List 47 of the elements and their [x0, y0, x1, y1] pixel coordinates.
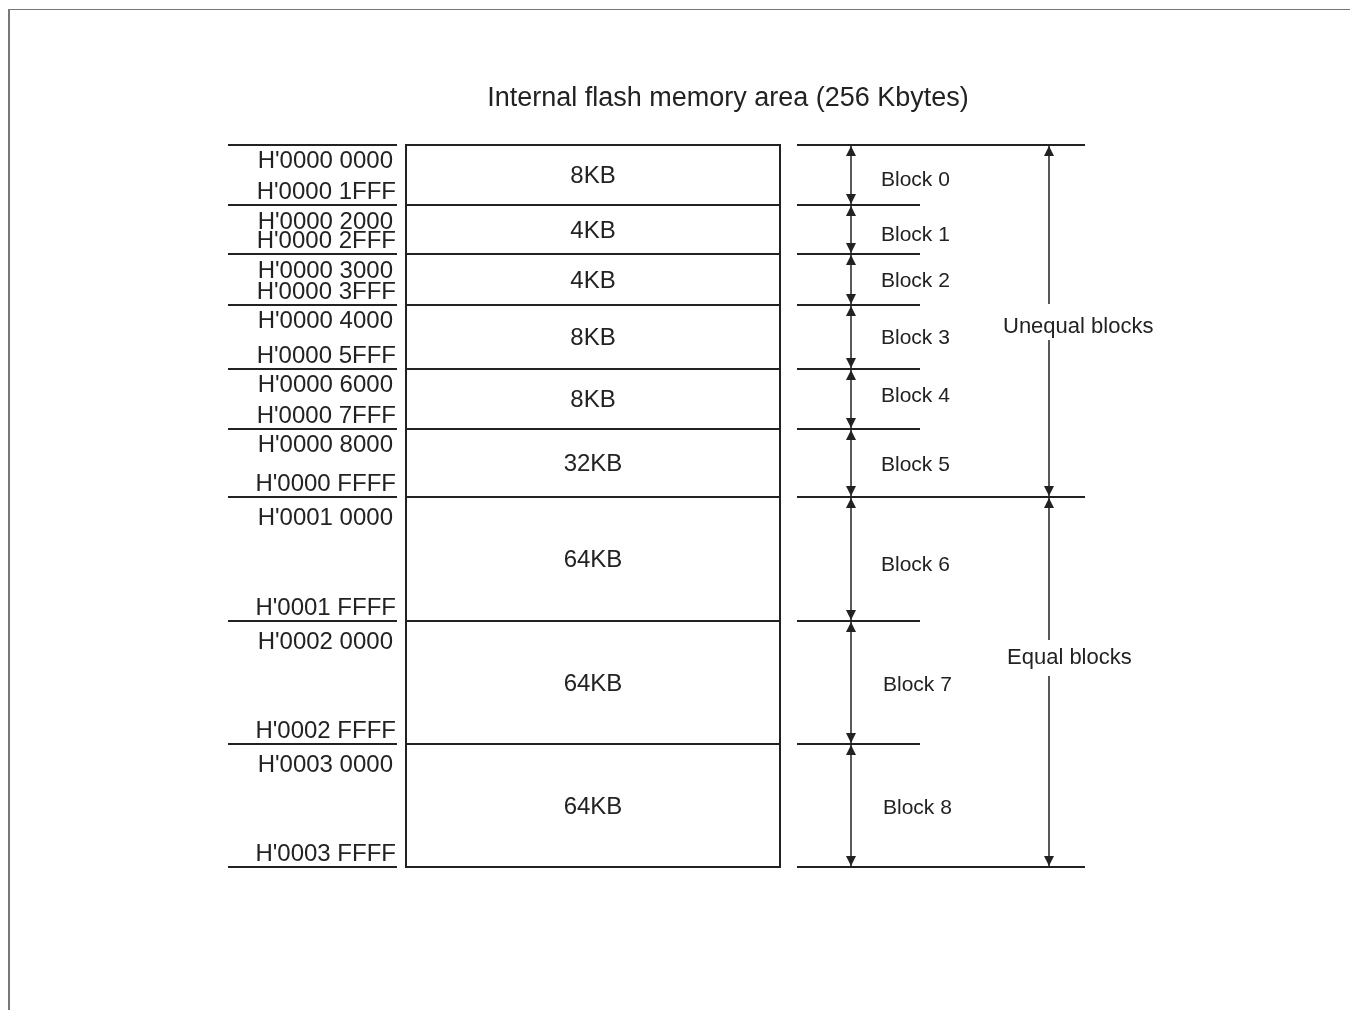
memory-block: [405, 496, 781, 622]
memory-block: [405, 620, 781, 745]
end-address: H'0000 FFFF: [255, 471, 396, 495]
start-address: H'0000 3000: [257, 258, 393, 282]
memory-block: [405, 304, 781, 370]
memory-block: [405, 368, 781, 430]
start-address: H'0002 0000: [257, 629, 393, 653]
memory-block: [405, 144, 781, 206]
start-address: H'0001 0000: [257, 505, 393, 529]
size-label: 64KB: [563, 545, 623, 573]
start-address: H'0000 4000: [257, 308, 393, 332]
end-address: H'0003 FFFF: [255, 841, 396, 865]
block-label: Block 3: [881, 325, 950, 349]
end-address: H'0000 3FFF: [256, 279, 396, 303]
end-address: H'0002 FFFF: [255, 718, 396, 742]
block-label: Block 4: [881, 383, 950, 407]
block-label: Block 8: [883, 795, 952, 819]
end-address: H'0000 2FFF: [256, 228, 396, 252]
end-address: H'0001 FFFF: [255, 595, 396, 619]
block-label: Block 7: [883, 672, 952, 696]
diagram-title: Internal flash memory area (256 Kbytes): [486, 82, 970, 113]
end-address: H'0000 5FFF: [256, 343, 396, 367]
memory-block: [405, 743, 781, 868]
end-address: H'0000 1FFF: [256, 179, 396, 203]
size-label: 64KB: [563, 791, 623, 820]
block-label: Block 1: [881, 222, 950, 246]
block-label: Block 6: [881, 552, 950, 576]
memory-block: [405, 204, 781, 255]
size-label: 64KB: [563, 668, 623, 697]
group-label: Equal blocks: [1007, 644, 1132, 670]
memory-block: [405, 253, 781, 306]
group-label: Unequal blocks: [1003, 313, 1154, 339]
block-label: Block 0: [881, 167, 950, 191]
size-label: 8KB: [570, 161, 616, 189]
memory-block: [405, 428, 781, 498]
size-label: 32KB: [563, 449, 623, 477]
block-label: Block 5: [881, 452, 950, 476]
size-label: 4KB: [570, 265, 616, 294]
block-label: Block 2: [881, 268, 950, 292]
size-label: 8KB: [570, 323, 616, 351]
size-label: 8KB: [570, 385, 616, 413]
start-address: H'0003 0000: [257, 752, 393, 776]
size-label: 4KB: [570, 215, 616, 244]
start-address: H'0000 8000: [257, 432, 393, 456]
start-address: H'0000 0000: [257, 148, 393, 172]
start-address: H'0000 6000: [257, 372, 393, 396]
end-address: H'0000 7FFF: [256, 403, 396, 427]
